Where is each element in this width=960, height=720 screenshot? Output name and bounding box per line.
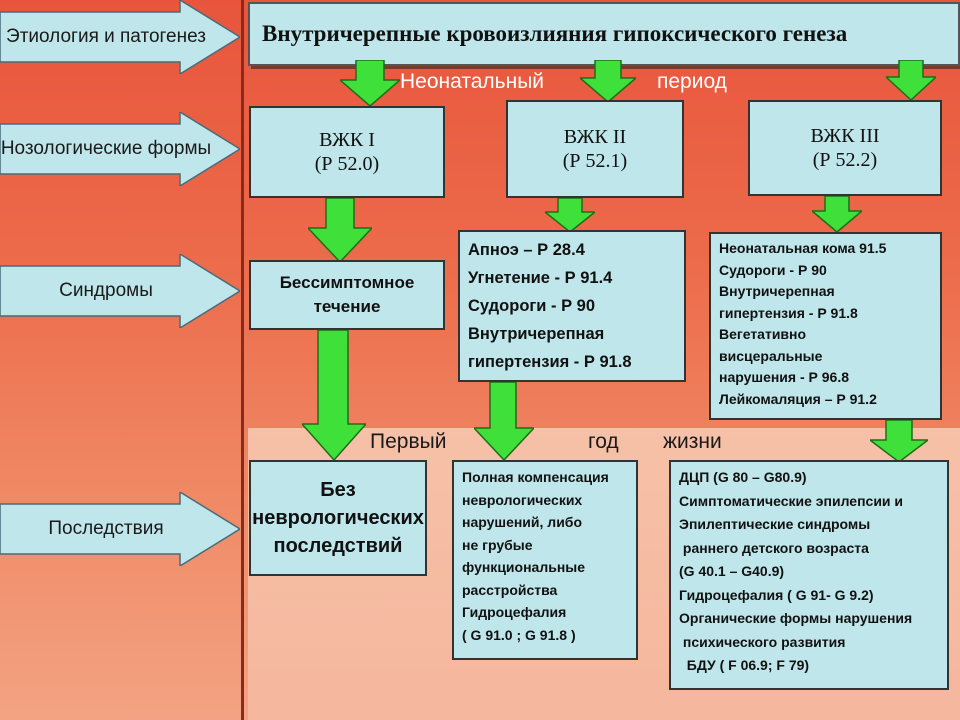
arrow-etiology: Этиология и патогенез	[0, 0, 240, 74]
arrow-consequences: Последствия	[0, 492, 240, 566]
consequence2-line5: функциональные	[462, 559, 586, 575]
period-first-year-word1: Первый	[370, 430, 447, 453]
syndrome3-line7: нарушения - Р 96.8	[719, 369, 849, 385]
label-syndromes: Синдромы	[59, 280, 153, 301]
vzhk2-name: ВЖК II	[563, 126, 627, 148]
arrow-title-to-vzhk1	[340, 60, 400, 106]
box-syndrome-asymptomatic: Бессимптомное течение	[249, 260, 445, 330]
box-syndrome-vzhk3: Неонатальная кома 91.5 Судороги - Р 90 В…	[709, 232, 942, 420]
consequence2-line7: Гидроцефалия	[462, 604, 567, 620]
consequence3-line4: раннего детского возраста	[679, 539, 869, 556]
consequence3-line6: Гидроцефалия ( G 91- G 9.2)	[679, 586, 874, 603]
syndrome2-line5: гипертензия - Р 91.8	[468, 353, 632, 371]
syndrome3-line3: Внутричерепная	[719, 283, 835, 299]
arrow-title-to-vzhk3	[886, 60, 936, 100]
consequence2-line4: не грубые	[462, 536, 533, 553]
syndrome3-line6: висцеральные	[719, 347, 823, 364]
arrow-nosology: Нозологические формы	[0, 112, 240, 186]
syndrome3-line4: гипертензия - Р 91.8	[719, 304, 858, 321]
syndrome2-line1: Апноэ – Р 28.4	[468, 241, 585, 259]
syndrome2-line3: Судороги - Р 90	[468, 297, 596, 315]
arrow-syndrome3-to-consequence	[870, 420, 928, 462]
consequence1-line1: Без	[320, 479, 356, 501]
vzhk2-code: (Р 52.1)	[562, 150, 628, 172]
consequence3-line1: ДЦП (G 80 – G80.9)	[679, 469, 807, 485]
box-vzhk2: ВЖК II (Р 52.1)	[506, 100, 684, 198]
consequence2-line8: ( G 91.0 ; G 91.8 )	[462, 626, 576, 643]
consequence1-line2: неврологических	[252, 507, 424, 529]
consequence3-line7: Органические формы нарушения	[679, 610, 913, 626]
vertical-divider	[241, 0, 244, 720]
syndrome1-line1: Бессимптомное	[279, 273, 415, 292]
label-consequences: Последствия	[48, 518, 164, 539]
arrow-syndrome1-to-consequence	[302, 330, 366, 460]
period-first-year-word2: год	[588, 430, 619, 453]
box-consequence-vzhk2: Полная компенсация неврологических наруш…	[452, 460, 638, 660]
consequence2-line1: Полная компенсация	[462, 469, 609, 485]
consequence1-line3: последствий	[273, 535, 403, 557]
period-neonatal-word1: Неонатальный	[400, 70, 545, 93]
syndrome2-line2: Угнетение - Р 91.4	[468, 269, 613, 287]
consequence3-line2: Симптоматические эпилепсии и	[679, 492, 904, 509]
label-etiology: Этиология и патогенез	[6, 26, 206, 47]
consequence2-line6: расстройства	[462, 581, 558, 598]
syndrome1-line2: течение	[313, 297, 381, 316]
vzhk3-code: (Р 52.2)	[812, 149, 878, 171]
arrow-vzhk2-to-syndrome	[545, 198, 595, 232]
vzhk1-name: ВЖК I	[319, 129, 375, 151]
syndrome3-line1: Неонатальная кома 91.5	[719, 240, 887, 256]
diagram-title: Внутричерепные кровоизлияния гипоксическ…	[248, 2, 960, 66]
box-vzhk3: ВЖК III (Р 52.2)	[748, 100, 942, 196]
consequence2-line3: нарушений, либо	[462, 514, 582, 530]
box-consequence-vzhk3: ДЦП (G 80 – G80.9) Симптоматические эпил…	[669, 460, 949, 690]
consequence2-line2: неврологических	[462, 491, 583, 508]
period-neonatal-word2: период	[657, 70, 727, 93]
vzhk3-name: ВЖК III	[810, 125, 880, 147]
arrow-syndrome2-to-consequence	[474, 382, 534, 460]
syndrome3-line8: Лейкомаляция – Р 91.2	[719, 390, 877, 407]
arrow-vzhk1-to-syndrome	[308, 198, 372, 262]
arrow-title-to-vzhk2	[580, 60, 636, 102]
arrow-syndromes: Синдромы	[0, 254, 240, 328]
syndrome3-line2: Судороги - Р 90	[719, 261, 827, 278]
box-syndrome-vzhk2: Апноэ – Р 28.4 Угнетение - Р 91.4 Судоро…	[458, 230, 686, 382]
consequence3-line9: БДУ ( F 06.9; F 79)	[679, 657, 810, 673]
consequence3-line3: Эпилептические синдромы	[679, 516, 871, 532]
box-vzhk1: ВЖК I (Р 52.0)	[249, 106, 445, 198]
vzhk1-code: (Р 52.0)	[314, 153, 380, 175]
consequence3-line8: психического развития	[679, 633, 846, 650]
box-consequence-none: Без неврологических последствий	[249, 460, 427, 576]
syndrome2-line4: Внутричерепная	[468, 325, 605, 343]
syndrome3-line5: Вегетативно	[719, 326, 807, 342]
label-nosology: Нозологические формы	[0, 138, 212, 159]
consequence3-line5: (G 40.1 – G40.9)	[679, 563, 785, 579]
period-first-year-word3: жизни	[663, 430, 722, 453]
arrow-vzhk3-to-syndrome	[812, 196, 862, 232]
